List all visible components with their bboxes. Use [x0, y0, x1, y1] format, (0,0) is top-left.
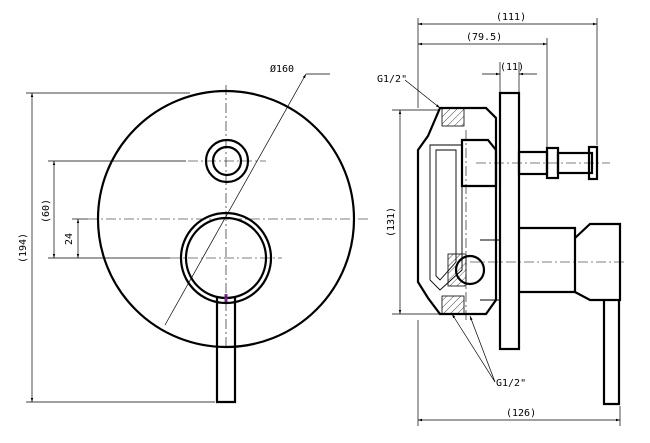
- overall-height-label: (194): [18, 233, 29, 263]
- mid-depth-label: (79.5): [466, 32, 502, 43]
- cartridge-section: [447, 253, 467, 287]
- diverter-body: [460, 138, 498, 188]
- body-height-label: (131): [386, 207, 397, 237]
- overall-depth-label: (111): [496, 12, 526, 23]
- thread-bottom-label: G1/2": [496, 378, 526, 389]
- lever-handle: [215, 296, 237, 404]
- hatched-section-upper: [441, 107, 465, 127]
- thread-top-label: G1/2": [377, 74, 407, 85]
- lever-hub-side: [519, 226, 577, 294]
- lever-stem-side: [602, 300, 621, 406]
- front-view: [26, 73, 368, 404]
- hatched-section-lower: [441, 295, 465, 315]
- spacing-label: (60): [41, 199, 52, 223]
- diameter-label: Ø160: [270, 63, 294, 75]
- wall-plate: [498, 91, 521, 351]
- offset-label: 24: [64, 233, 75, 245]
- bottom-depth-label: (126): [506, 408, 536, 419]
- side-view: [392, 18, 625, 426]
- small-depth-label: (11): [500, 62, 524, 73]
